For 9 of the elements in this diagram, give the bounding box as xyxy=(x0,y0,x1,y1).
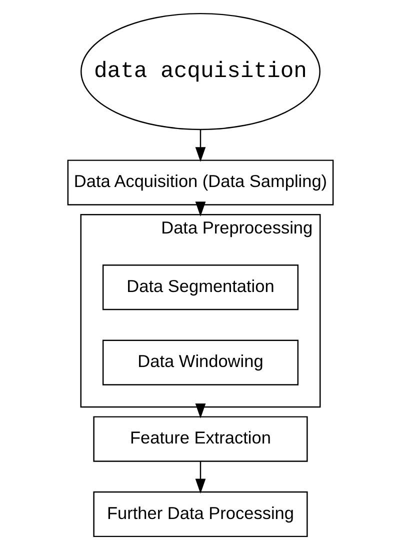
node-box: Data Windowing xyxy=(102,340,299,386)
arrow xyxy=(195,130,206,162)
arrow xyxy=(195,404,206,418)
node-ellipse: data acquisition xyxy=(80,12,320,130)
arrow xyxy=(195,202,206,216)
node-box: Feature Extraction xyxy=(93,416,308,462)
node-box: Further Data Processing xyxy=(93,491,308,538)
node-box: Data Segmentation xyxy=(102,264,299,310)
arrow xyxy=(195,461,206,494)
